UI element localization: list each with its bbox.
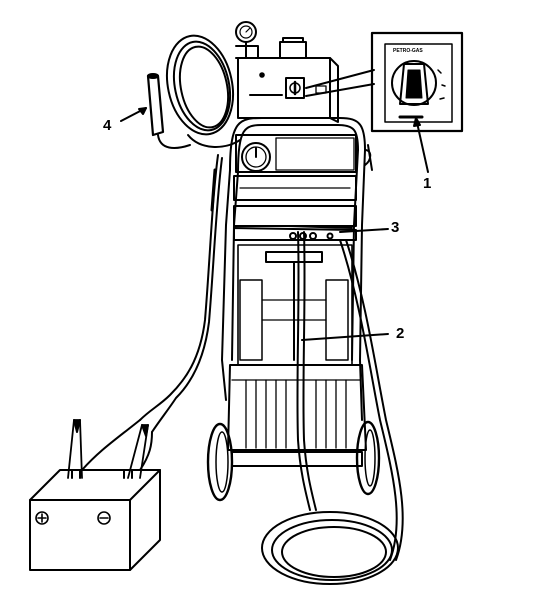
battery-cables [139, 154, 223, 433]
callout-2: 2 [396, 325, 405, 342]
battery [29, 469, 161, 571]
cart-body [237, 244, 353, 366]
callout-1: 1 [423, 175, 432, 192]
top-hose-coil [166, 34, 241, 148]
battery-clamp-left [67, 419, 141, 479]
battery-clamp-right [127, 424, 153, 479]
drain-hose [296, 231, 389, 511]
tank-base [227, 364, 367, 467]
right-hose [339, 239, 404, 561]
top-control-module [235, 21, 375, 123]
control-panel [233, 134, 389, 241]
bottom-hose-coil [261, 511, 399, 585]
inset-brand-label: PETRO-GAS [393, 48, 423, 54]
nozzle-handle [120, 73, 191, 149]
left-wheel [206, 422, 234, 502]
callout-3: 3 [391, 219, 400, 236]
right-wheel [355, 420, 381, 496]
switch-inset-detail [370, 31, 464, 173]
callout-4: 4 [103, 117, 112, 134]
